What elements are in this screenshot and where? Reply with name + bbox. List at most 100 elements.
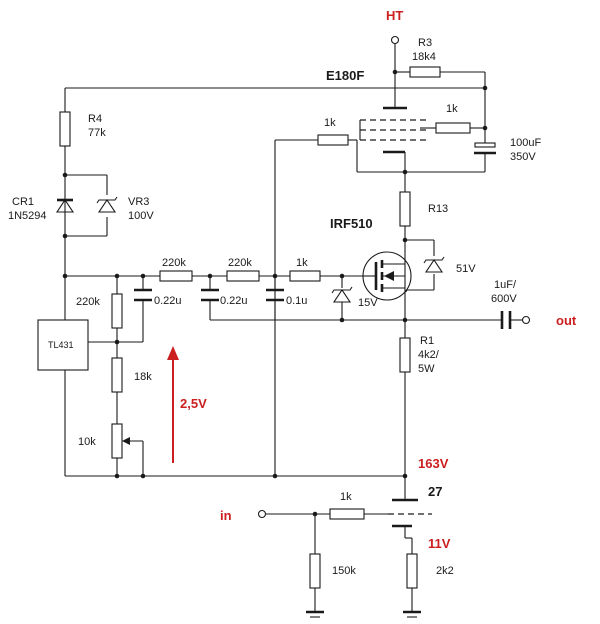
junction-dot — [339, 273, 345, 279]
junction-dot — [272, 273, 278, 279]
r1k-gate-resistor — [289, 270, 321, 282]
r220-1-label: 220k — [162, 257, 186, 269]
r13-resistor — [399, 191, 411, 227]
vr3-name-label: VR3 — [128, 196, 149, 208]
cr1-part-label: 1N5294 — [8, 210, 47, 222]
lower-tube-label: 27 — [428, 484, 442, 499]
voltage-arrow-icon — [167, 346, 179, 463]
c3-capacitor — [266, 288, 284, 320]
cr1-diode — [55, 196, 75, 218]
in-label: in — [220, 508, 232, 523]
junction-dot — [140, 473, 146, 479]
z15-zener — [331, 286, 353, 303]
c1-capacitor — [134, 288, 152, 302]
r220-3-label: 220k — [76, 296, 100, 308]
grid2-resistor-label: 1k — [446, 103, 458, 115]
junction-dot — [62, 273, 68, 279]
junctions — [62, 69, 488, 517]
junction-dot — [482, 125, 488, 131]
r220-2-label: 220k — [228, 257, 252, 269]
r18k-label: 18k — [134, 371, 152, 383]
ground-icon — [403, 610, 421, 618]
r1k-gate-label: 1k — [296, 257, 308, 269]
junction-dot — [140, 273, 146, 279]
junction-dot — [312, 511, 318, 517]
r220-2-resistor — [226, 270, 260, 282]
z51-zener — [423, 256, 445, 273]
out-label: out — [556, 313, 577, 328]
r10k-potentiometer — [111, 423, 123, 459]
c2-capacitor — [201, 288, 219, 302]
r1-value-label: 4k2/ — [418, 349, 440, 361]
c1-label: 0.22u — [154, 295, 182, 307]
c-out-label: 1uF/ — [494, 279, 517, 291]
junction-dot — [62, 172, 68, 178]
r-in-resistor — [329, 508, 365, 520]
c-ht-label: 100uF — [510, 137, 541, 149]
junction-dot — [339, 317, 345, 323]
voltage-163-label: 163V — [418, 456, 449, 471]
tl431-chip — [37, 319, 89, 371]
out-terminal — [521, 315, 531, 325]
z51-label: 51V — [456, 263, 476, 275]
r3-resistor — [409, 66, 441, 78]
junction-dot — [482, 85, 488, 91]
r150k-resistor — [309, 553, 321, 589]
voltage-25-label: 2,5V — [180, 396, 207, 411]
ht-label: HT — [386, 8, 403, 23]
r2k2-resistor — [406, 553, 418, 589]
lower-tube — [388, 498, 432, 528]
r150k-label: 150k — [332, 565, 356, 577]
r4-resistor — [59, 111, 71, 147]
junction-dot — [392, 69, 398, 75]
r4-name-label: R4 — [88, 113, 102, 125]
mosfet-arrow-icon — [384, 271, 394, 281]
r2k2-label: 2k2 — [436, 565, 454, 577]
ground-icon — [306, 610, 324, 618]
junction-dot — [402, 317, 408, 323]
mosfet-label: IRF510 — [330, 216, 373, 231]
irf510-mosfet — [362, 251, 412, 301]
r3-name-label: R3 — [418, 37, 432, 49]
grid1-resistor — [317, 134, 349, 146]
c-out-capacitor — [500, 311, 512, 329]
r3-value-label: 18k4 — [412, 51, 436, 63]
junction-dot — [207, 273, 213, 279]
vr3-zener — [96, 196, 118, 213]
junction-dot — [272, 473, 278, 479]
r10k-label: 10k — [78, 436, 96, 448]
in-terminal — [257, 509, 267, 519]
pot-wiper-arrow-icon — [122, 437, 130, 445]
grid1-resistor-label: 1k — [324, 117, 336, 129]
junction-dot — [402, 169, 408, 175]
r1-name-label: R1 — [420, 335, 434, 347]
r1-power-label: 5W — [418, 363, 435, 375]
r1-resistor — [399, 337, 411, 373]
e180f-tube — [359, 106, 430, 154]
vr3-value-label: 100V — [128, 210, 154, 222]
grid2-resistor — [435, 122, 471, 134]
junction-dot — [402, 237, 408, 243]
r18k-resistor — [111, 357, 123, 393]
c-out-voltage-label: 600V — [491, 293, 517, 305]
tube-label: E180F — [326, 68, 364, 83]
ht-terminal — [390, 35, 400, 45]
r-in-label: 1k — [340, 491, 352, 503]
c2-label: 0.22u — [220, 295, 248, 307]
junction-dot — [402, 473, 408, 479]
r4-value-label: 77k — [88, 127, 106, 139]
voltage-11-label: 11V — [428, 536, 451, 551]
junction-dot — [62, 233, 68, 239]
junction-dot — [114, 273, 120, 279]
r13-label: R13 — [428, 203, 448, 215]
tl431-label: TL431 — [48, 340, 74, 350]
c-ht-capacitor — [474, 142, 496, 155]
junction-dot — [114, 473, 120, 479]
c3-label: 0.1u — [286, 295, 307, 307]
r220-3-resistor — [111, 293, 123, 329]
r220-1-resistor — [159, 270, 193, 282]
cr1-name-label: CR1 — [12, 196, 34, 208]
c-ht-voltage-label: 350V — [510, 151, 536, 163]
junction-dot — [114, 339, 120, 345]
